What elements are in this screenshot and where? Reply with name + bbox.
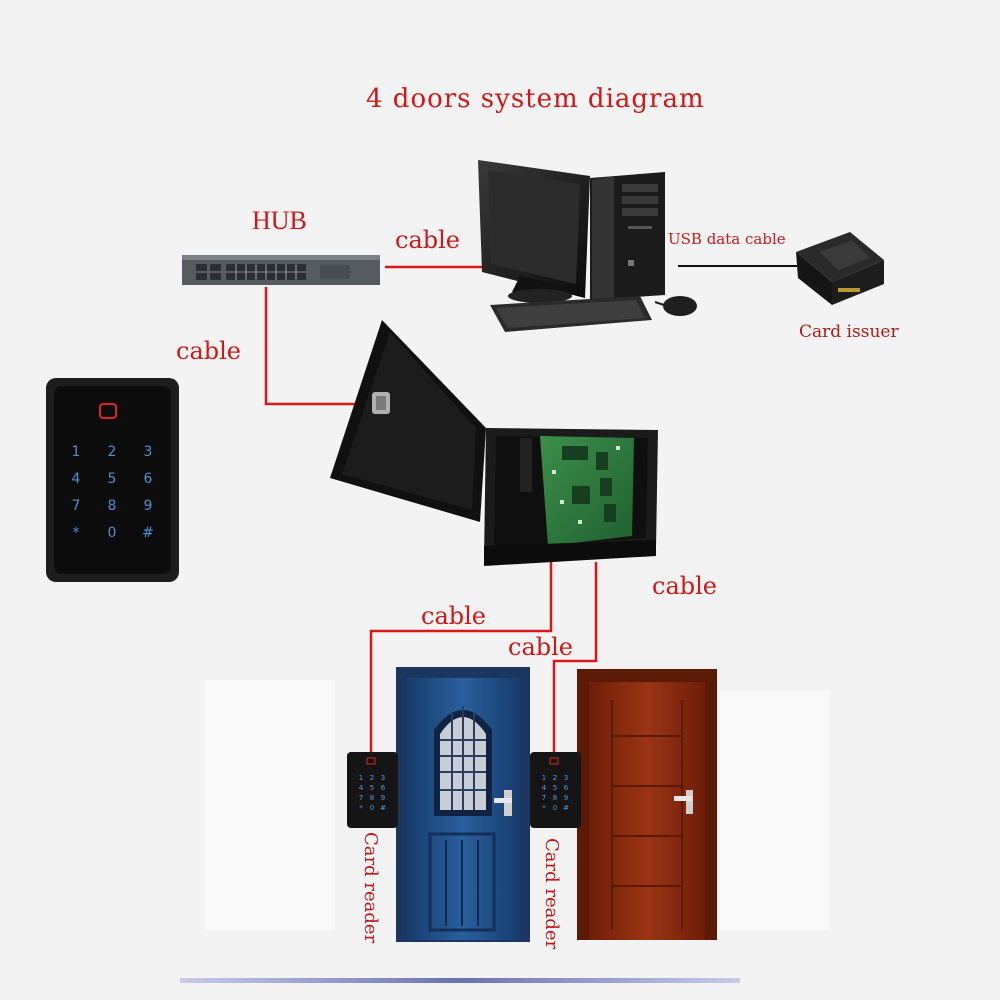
cable-label-door-right: cable bbox=[508, 633, 573, 661]
right-reader-key: 7 bbox=[542, 794, 546, 802]
wires bbox=[264, 265, 800, 752]
cable-label-hub-pc: cable bbox=[395, 226, 460, 254]
card-reader-right-label: Card reader bbox=[541, 838, 562, 950]
usb-cable-label: USB data cable bbox=[668, 230, 786, 248]
right-reader-key: 3 bbox=[564, 774, 568, 782]
large-keypad-key: # bbox=[142, 525, 154, 541]
large-keypad-key: * bbox=[73, 525, 80, 541]
large-keypad-key: 8 bbox=[108, 498, 117, 514]
right-reader-key: * bbox=[542, 804, 546, 812]
right-reader-key: 4 bbox=[542, 784, 547, 792]
card-reader-left-label: Card reader bbox=[360, 832, 381, 944]
card-issuer-device bbox=[796, 232, 884, 305]
left-reader-key: 3 bbox=[381, 774, 385, 782]
large-keypad-key: 3 bbox=[144, 444, 153, 460]
large-keypad-key: 2 bbox=[108, 444, 117, 460]
large-keypad-key: 9 bbox=[144, 498, 153, 514]
large-keypad-key: 7 bbox=[72, 498, 81, 514]
left-reader-key: 2 bbox=[370, 774, 374, 782]
right-reader-key: 6 bbox=[564, 784, 569, 792]
large-keypad-key: 5 bbox=[108, 471, 117, 487]
right-reader-key: 9 bbox=[564, 794, 568, 802]
left-reader-key: 5 bbox=[370, 784, 374, 792]
right-reader-key: 2 bbox=[553, 774, 557, 782]
left-reader-key: 1 bbox=[359, 774, 363, 782]
cable-label-hub-panel: cable bbox=[176, 337, 241, 365]
wire-panel-left-reader bbox=[369, 562, 553, 752]
left-reader-key: * bbox=[359, 804, 363, 812]
left-reader-key: 7 bbox=[359, 794, 363, 802]
left-reader-key: 9 bbox=[381, 794, 385, 802]
network-hub bbox=[182, 255, 380, 285]
card-issuer-label: Card issuer bbox=[799, 322, 899, 342]
right-reader-key: 8 bbox=[553, 794, 557, 802]
large-keypad-key: 1 bbox=[72, 444, 81, 460]
right-reader-key: 1 bbox=[542, 774, 546, 782]
large-keypad-key: 0 bbox=[108, 525, 117, 541]
large-keypad-key: 6 bbox=[144, 471, 153, 487]
control-panel-box bbox=[330, 320, 658, 566]
hub-label: HUB bbox=[252, 206, 307, 235]
large-keypad-key: 4 bbox=[72, 471, 81, 487]
left-reader-key: 8 bbox=[370, 794, 374, 802]
right-reader-key: # bbox=[563, 804, 569, 812]
right-reader-key: 0 bbox=[553, 804, 557, 812]
wire-panel-right-reader bbox=[552, 562, 598, 752]
keypad-reader-large: 1 2 3 4 5 6 7 8 9 * 0 # bbox=[46, 378, 179, 582]
left-reader-key: 6 bbox=[381, 784, 386, 792]
wood-door bbox=[577, 669, 717, 940]
cable-label-door-left: cable bbox=[421, 602, 486, 630]
cable-label-panel-right: cable bbox=[652, 572, 717, 600]
floor-line bbox=[180, 978, 740, 983]
right-reader-key: 5 bbox=[553, 784, 557, 792]
blue-door bbox=[396, 667, 530, 942]
computer bbox=[478, 160, 697, 332]
left-reader-key: # bbox=[380, 804, 386, 812]
wire-hub-panel bbox=[264, 287, 356, 406]
left-reader-key: 0 bbox=[370, 804, 374, 812]
background-panels bbox=[205, 680, 830, 930]
left-reader-key: 4 bbox=[359, 784, 364, 792]
diagram-title: 4 doors system diagram bbox=[366, 84, 705, 114]
